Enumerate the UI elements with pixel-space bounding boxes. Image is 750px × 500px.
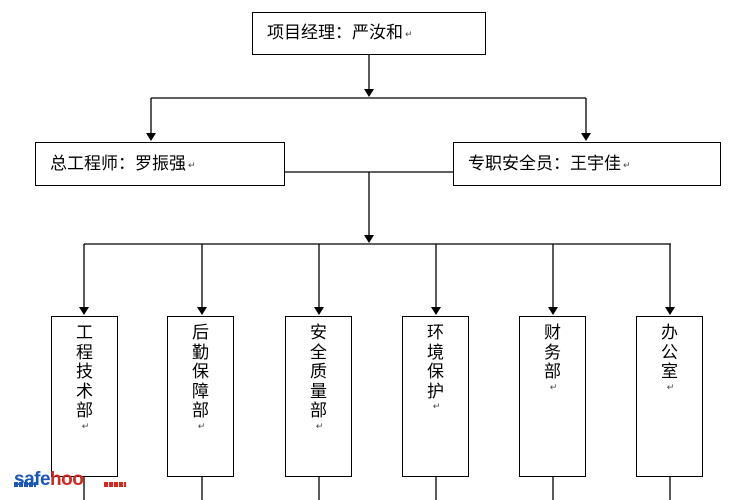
department-box: 财务部↵ bbox=[519, 316, 586, 477]
department-box: 办公室↵ bbox=[636, 316, 703, 477]
paragraph-mark: ↵ bbox=[549, 382, 558, 393]
department-label: 安全质量部 bbox=[310, 323, 327, 421]
paragraph-mark: ↵ bbox=[188, 160, 196, 171]
paragraph-mark: ↵ bbox=[623, 160, 631, 171]
department-box: 后勤保障部↵ bbox=[167, 316, 234, 477]
paragraph-mark: ↵ bbox=[197, 421, 206, 432]
department-label: 财务部 bbox=[544, 323, 561, 382]
department-box: 工程技术部↵ bbox=[51, 316, 118, 477]
watermark-dots-left bbox=[14, 482, 36, 487]
paragraph-mark: ↵ bbox=[405, 30, 413, 40]
paragraph-mark: ↵ bbox=[81, 421, 90, 432]
watermark-hoo: hoo bbox=[50, 469, 84, 490]
watermark-dots-right bbox=[104, 482, 126, 487]
department-label: 环境保护 bbox=[427, 323, 444, 402]
chief-engineer-label: 总工程师：罗振强 bbox=[50, 153, 186, 174]
department-label: 办公室 bbox=[661, 323, 678, 382]
department-box: 环境保护↵ bbox=[402, 316, 469, 477]
paragraph-mark: ↵ bbox=[432, 402, 441, 412]
safety-officer-label: 专职安全员：王宇佳 bbox=[468, 153, 621, 174]
safety-officer-box: 专职安全员：王宇佳↵ bbox=[453, 142, 721, 186]
paragraph-mark: ↵ bbox=[315, 421, 324, 432]
paragraph-mark: ↵ bbox=[666, 382, 675, 393]
chief-engineer-box: 总工程师：罗振强↵ bbox=[35, 142, 285, 186]
department-label: 后勤保障部 bbox=[192, 323, 209, 421]
department-label: 工程技术部 bbox=[76, 323, 93, 421]
manager-box: 项目经理：严汝和↵ bbox=[252, 12, 486, 55]
manager-label: 项目经理：严汝和 bbox=[267, 23, 403, 43]
safehoo-watermark-logo: safehoo bbox=[14, 469, 84, 491]
department-box: 安全质量部↵ bbox=[285, 316, 352, 477]
